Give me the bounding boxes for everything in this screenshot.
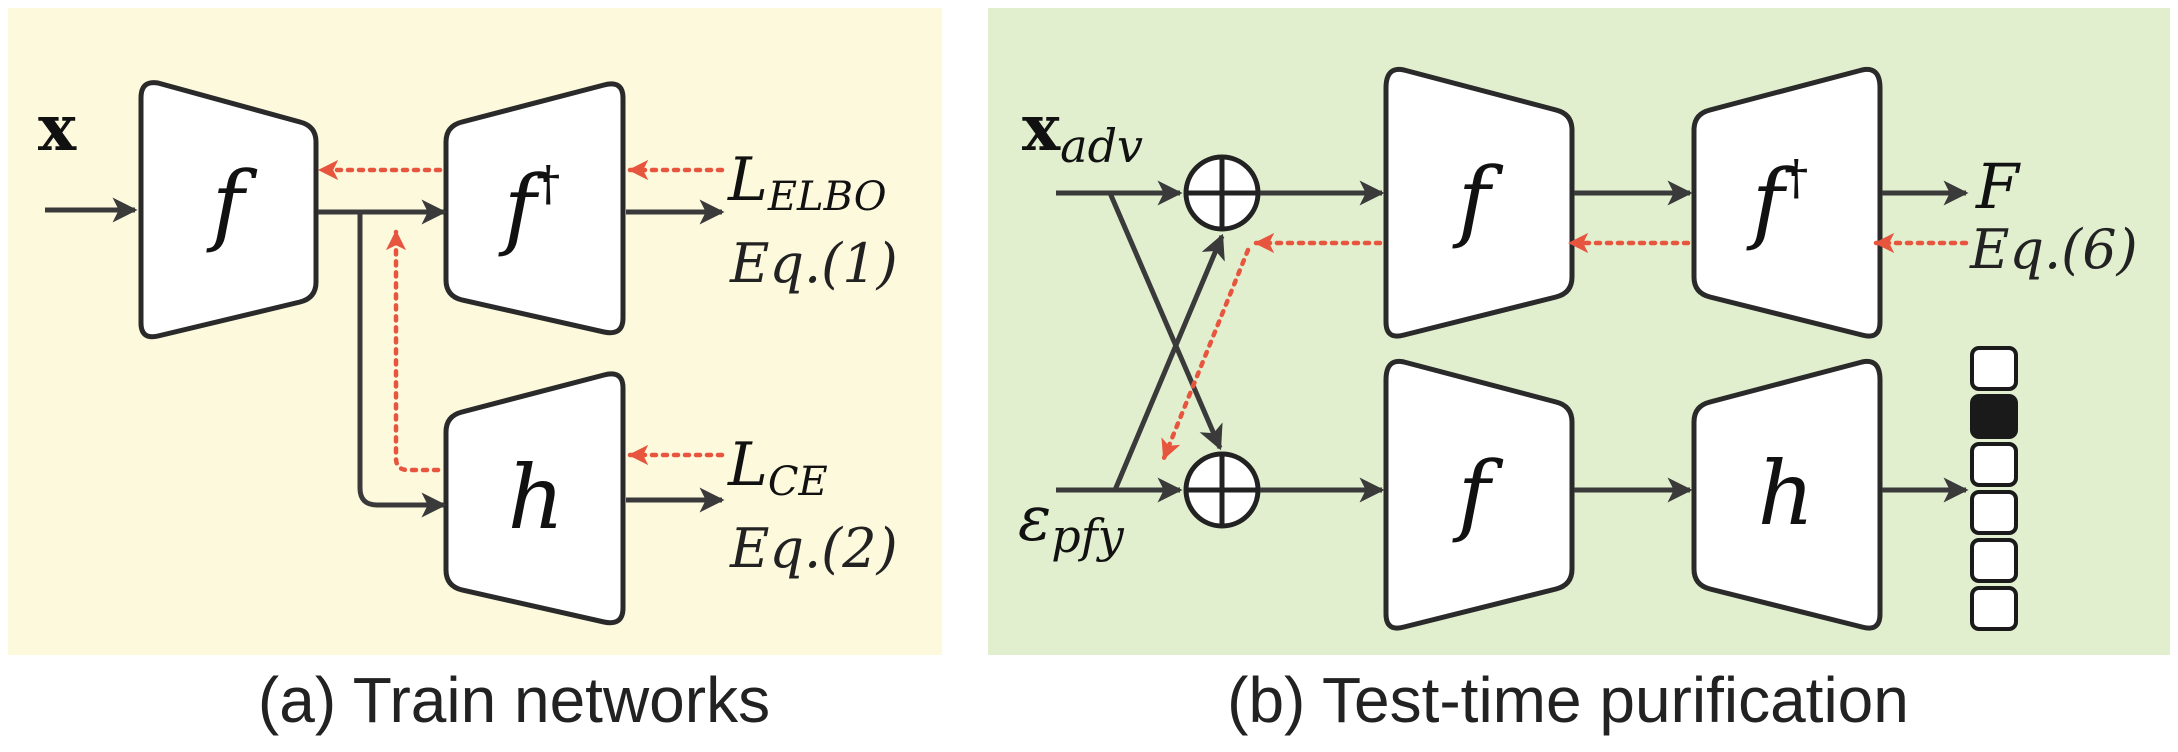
decoder-module xyxy=(443,81,626,336)
panel-b-eps-label: εpfy xyxy=(1018,482,1125,563)
ce-loss-label: LCE xyxy=(727,430,828,505)
panel-a-caption: (a) Train networks xyxy=(258,664,770,736)
top-decoder-module xyxy=(1691,66,1883,339)
bottom-classifier-label: h xyxy=(1758,442,1815,545)
bottom-encoder-module xyxy=(1383,358,1575,631)
top-encoder-module xyxy=(1383,66,1575,339)
panel-b-x-adv-label: xadv xyxy=(1022,91,1143,173)
classifier-grad-arrow xyxy=(385,229,441,473)
dagger-mark: † xyxy=(536,156,560,212)
classifier-module xyxy=(443,371,626,626)
elbo-loss-label: LELBO xyxy=(727,145,887,220)
encoder-to-classifier-arrow xyxy=(357,212,447,518)
output-cell xyxy=(1970,442,2018,487)
ce-equation-label: Eq.(2) xyxy=(729,517,898,580)
objective-equation: Eq.(6) xyxy=(1969,218,2138,281)
classifier-label: h xyxy=(508,446,565,549)
output-cell xyxy=(1970,346,2018,391)
objective-symbol: F xyxy=(1975,150,2021,223)
output-cell xyxy=(1970,586,2018,631)
encoder-module xyxy=(138,80,319,340)
output-cell xyxy=(1970,538,2018,583)
bottom-classifier-module xyxy=(1691,358,1883,631)
output-cell xyxy=(1970,490,2018,535)
panel-a-input-label: x xyxy=(38,91,77,166)
dagger-mark-b: † xyxy=(1784,150,1808,206)
elbo-equation-label: Eq.(1) xyxy=(729,232,898,295)
output-cell-active xyxy=(1970,394,2018,439)
output-vector xyxy=(1970,346,2018,631)
x-adv-cross-to-bottom xyxy=(1107,192,1223,451)
grad-to-noise-arrow xyxy=(1161,247,1251,461)
eps-cross-to-top xyxy=(1112,233,1225,491)
decoder-label: f† xyxy=(498,156,561,259)
panel-b-caption: (b) Test-time purification xyxy=(1227,664,1909,736)
